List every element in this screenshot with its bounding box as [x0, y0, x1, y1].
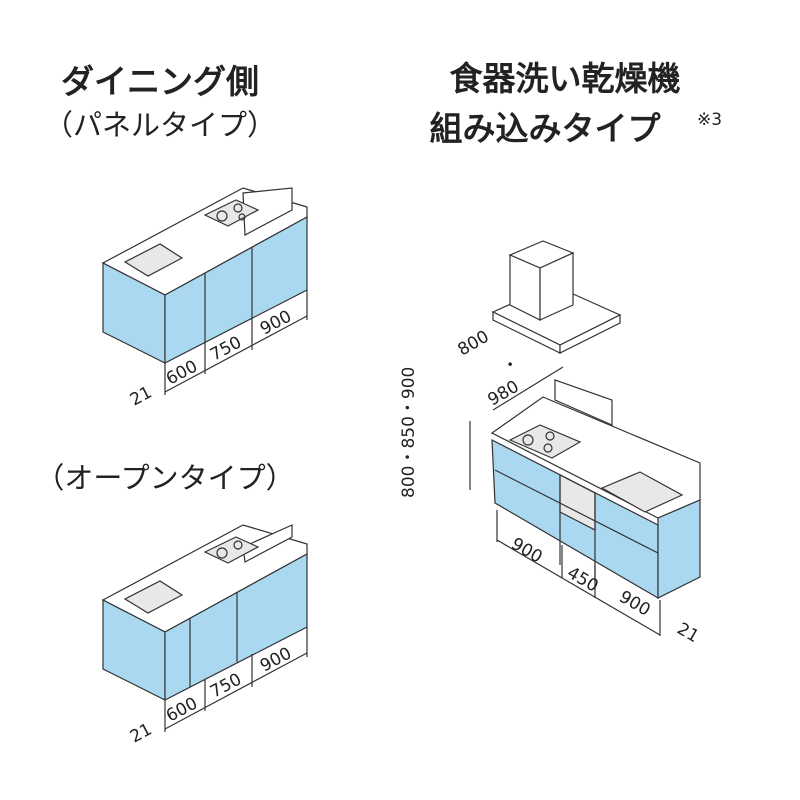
dining-title: ダイニング側	[61, 62, 259, 101]
backsplash	[242, 187, 293, 236]
dim-hood-980: 980	[485, 377, 523, 411]
dishwasher-title-line1: 食器洗い乾燥機	[450, 59, 681, 98]
dim-hood-dot: ・	[499, 353, 524, 379]
dim-21: 21	[674, 619, 703, 647]
panel-type-label: （パネルタイプ）	[44, 108, 276, 142]
backsplash	[554, 379, 613, 426]
dim-900-left: 900	[508, 534, 546, 568]
sink	[600, 471, 684, 513]
dim-height: 800・850・900	[399, 367, 419, 498]
side-panel	[657, 499, 701, 599]
open-type-label: （オープンタイプ）	[35, 461, 294, 495]
dim-hood-800: 800	[455, 327, 493, 361]
sink	[123, 243, 184, 277]
note-mark: ※3	[697, 110, 722, 130]
sink	[123, 580, 184, 614]
open-type-kitchen: 21 600 750 900	[101, 524, 308, 748]
panel-type-kitchen: 21 600 750 900	[101, 187, 308, 411]
dishwasher-kitchen: 900 450 900 21 800・850・900 800 ・ 980	[399, 240, 703, 647]
dishwasher-title-line2: 組み込みタイプ	[430, 109, 662, 148]
dim-21: 21	[127, 720, 155, 748]
dim-450: 450	[564, 563, 602, 597]
backsplash	[242, 524, 293, 563]
cooktop	[508, 424, 582, 459]
dim-21: 21	[127, 383, 155, 411]
